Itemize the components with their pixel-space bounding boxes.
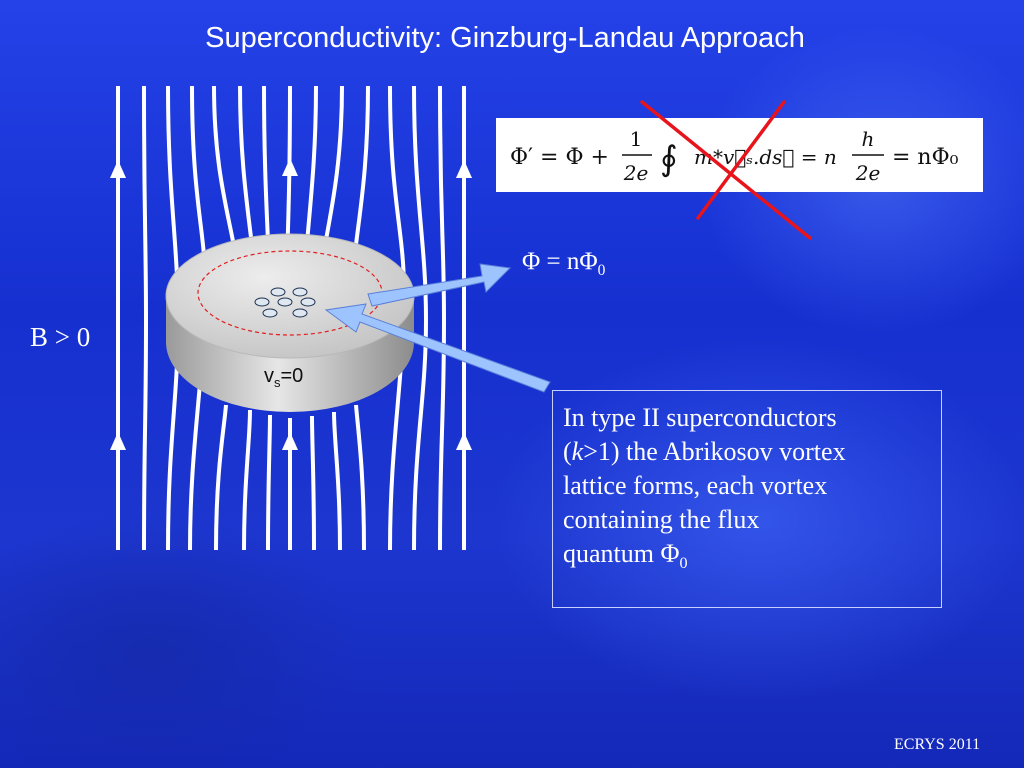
pointer-arrows: [324, 263, 551, 393]
equation-integral: ∮: [660, 139, 678, 179]
equation-frac2-num: h: [862, 127, 875, 151]
svg-text:vs=0: vs=0: [264, 365, 303, 390]
field-label: B > 0: [30, 322, 91, 352]
equation-lhs: Φ′ = Φ +: [510, 145, 609, 170]
arrow-to-flux-label: [367, 263, 512, 307]
textbox-line-4: containing the flux: [563, 505, 760, 534]
vortex-cores: [254, 287, 316, 318]
explanation-textbox: In type II superconductors (k>1) the Abr…: [552, 390, 942, 608]
disk-label-sub: s: [274, 375, 281, 390]
flux-quantum-label: Φ = nΦ0: [522, 248, 605, 280]
flux-label-main: Φ = nΦ: [522, 248, 598, 275]
field-arrowheads: [110, 158, 472, 450]
textbox-line-1: In type II superconductors: [563, 403, 837, 432]
disk-label-main: v: [264, 365, 274, 387]
arrow-from-textbox: [324, 303, 551, 393]
textbox-line-2: (k>1) the Abrikosov vortex: [563, 437, 846, 466]
red-cross-mark: [640, 100, 812, 240]
kappa-symbol: k: [571, 437, 584, 466]
equation-frac1-den: 2e: [623, 161, 649, 185]
textbox-line-3: lattice forms, each vortex: [563, 471, 828, 500]
slide-title: Superconductivity: Ginzburg-Landau Appro…: [205, 22, 805, 54]
equation-frac1-num: 1: [630, 127, 643, 151]
disk-label-rest: =0: [281, 365, 304, 387]
footer-label: ECRYS 2011: [894, 736, 981, 753]
textbox-line-5: quantum Φ0: [563, 539, 688, 573]
flux-label-sub: 0: [597, 262, 606, 279]
disk-velocity-label: vs=0: [264, 365, 303, 390]
equation-frac2-den: 2e: [855, 161, 881, 185]
equation-rhs: = nΦ₀: [892, 145, 959, 170]
equation-box: Φ′ = Φ + 1 2e ∮ m*v⃗ₛ.ds⃗ = n h 2e = nΦ₀: [496, 118, 983, 192]
